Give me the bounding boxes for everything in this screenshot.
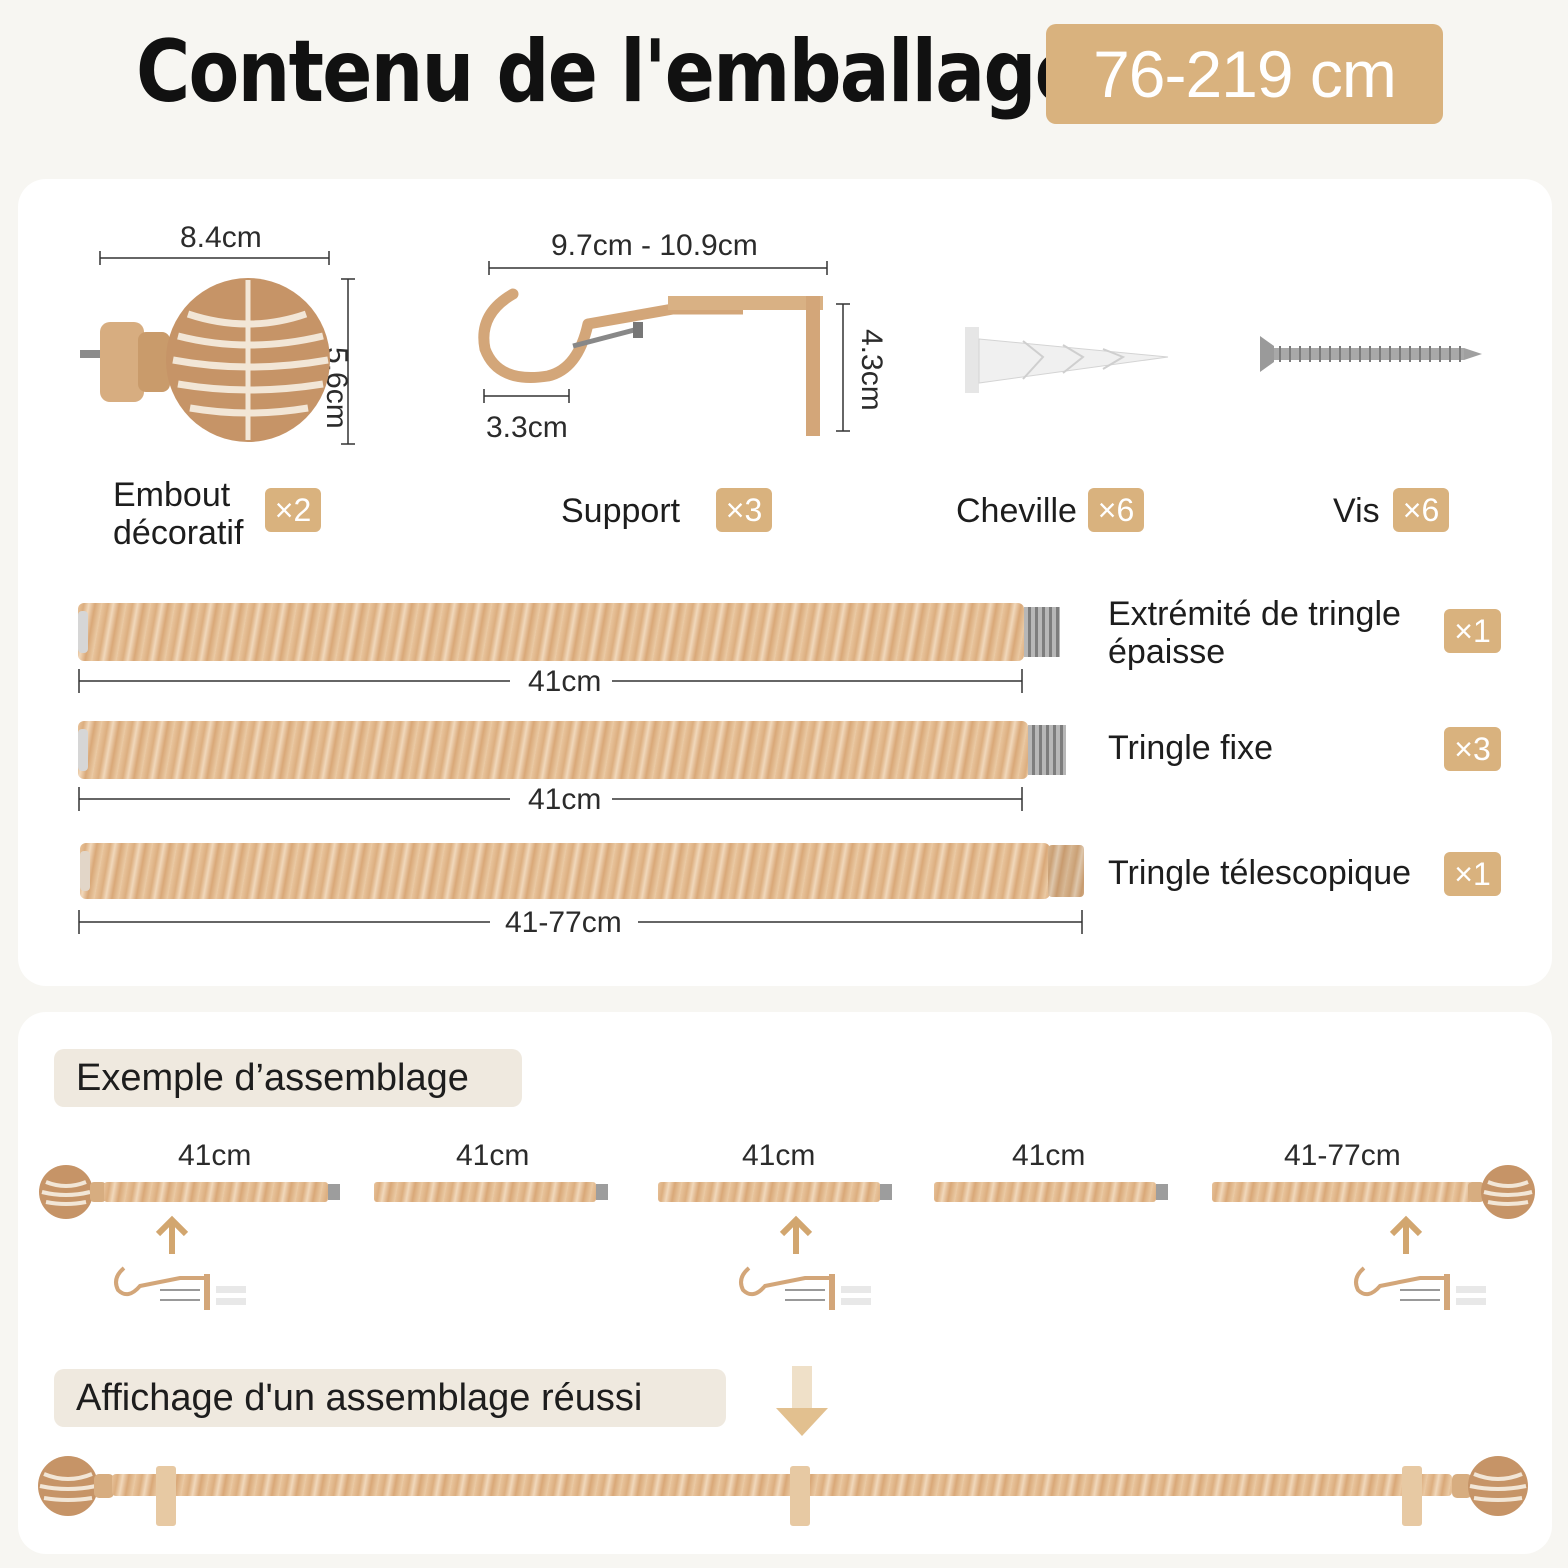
bracket-hook-label: 3.3cm: [486, 411, 568, 444]
telescopic-rod-sleeve-icon: [1048, 845, 1084, 897]
wall-anchor-icon: [965, 327, 1169, 393]
anchor-qty-badge: ×6: [1088, 488, 1144, 532]
screw-label: Vis: [1333, 492, 1380, 530]
fixed-rod-image: [78, 721, 1028, 779]
telescopic-rod-qty-badge: ×1: [1444, 852, 1501, 896]
fixed-rod-label: Tringle fixe: [1108, 729, 1274, 767]
package-contents-panel: 8.4cm 5.6cm Embout décoratif ×2 9.7cm - …: [18, 179, 1552, 986]
segment-1-rod: [104, 1182, 328, 1202]
bracket-label: Support: [561, 492, 681, 530]
bracket-qty-badge: ×3: [716, 488, 772, 532]
left-finial-icon: [39, 1165, 106, 1219]
bracket-arrow-1-icon: [155, 1215, 189, 1254]
thick-rod-end-cap-icon: [78, 611, 88, 653]
bracket-icon: [478, 288, 823, 436]
assembled-right-finial-icon: [1452, 1456, 1528, 1516]
assembled-left-finial-icon: [38, 1456, 114, 1516]
segment-1-thread: [328, 1184, 340, 1200]
finial-dimension-lines-icon: [99, 251, 355, 445]
bracket-arrow-2-icon: [779, 1215, 813, 1254]
assembled-bracket-left: [156, 1466, 176, 1526]
bracket-height-label: 4.3cm: [855, 329, 888, 411]
thick-rod-qty-badge: ×1: [1444, 609, 1501, 653]
segment-3-length: 41cm: [742, 1139, 816, 1172]
page-title: Contenu de l'emballage: [136, 22, 1085, 122]
segment-4-thread: [1156, 1184, 1168, 1200]
bracket-arrow-3-icon: [1389, 1215, 1423, 1254]
assembled-bracket-right: [1402, 1466, 1422, 1526]
fixed-rod-length-label: 41cm: [528, 783, 602, 816]
fixed-rod-end-icon: [78, 729, 88, 771]
segment-4-length: 41cm: [1012, 1139, 1086, 1172]
screw-qty-badge: ×6: [1393, 488, 1449, 532]
thick-rod-thread-icon: [1024, 607, 1060, 657]
down-arrow-icon: [776, 1366, 828, 1436]
fixed-rod-thread-icon: [1028, 725, 1066, 775]
right-finial-icon: [1468, 1165, 1535, 1219]
segment-5-length: 41-77cm: [1284, 1139, 1401, 1172]
segment-3-rod: [658, 1182, 880, 1202]
assembly-example-tag: Exemple d’assemblage: [54, 1049, 522, 1107]
segment-2-length: 41cm: [456, 1139, 530, 1172]
bracket-kit-2-icon: [739, 1266, 871, 1310]
thick-rod-end-image: [78, 603, 1024, 661]
screw-icon: [1260, 336, 1482, 372]
segment-2-rod: [374, 1182, 596, 1202]
telescopic-rod-label: Tringle télescopique: [1108, 854, 1412, 892]
bracket-dimension-lines-icon: [483, 261, 850, 432]
segment-4-rod: [934, 1182, 1156, 1202]
finial-qty-badge: ×2: [265, 488, 321, 532]
assembly-panel: Exemple d’assemblage 41cm 41cm 41cm 41cm…: [18, 1012, 1552, 1554]
finial-label: Embout décoratif: [113, 476, 244, 552]
assembly-success-tag: Affichage d'un assemblage réussi: [54, 1369, 726, 1427]
segment-5-rod: [1212, 1182, 1472, 1202]
segment-1-length: 41cm: [178, 1139, 252, 1172]
assembled-bracket-center: [790, 1466, 810, 1526]
rod-dimension-lines-icon: [78, 669, 1083, 934]
telescopic-rod-length-label: 41-77cm: [505, 906, 622, 939]
segment-2-thread: [596, 1184, 608, 1200]
thick-rod-label: Extrémité de tringle épaisse: [1108, 595, 1401, 671]
telescopic-rod-image: [80, 843, 1050, 899]
length-range-badge: 76-219 cm: [1046, 24, 1443, 124]
finial-icon: [80, 278, 330, 442]
thick-rod-length-label: 41cm: [528, 665, 602, 698]
bracket-width-label: 9.7cm - 10.9cm: [551, 229, 758, 262]
bracket-kit-1-icon: [114, 1266, 246, 1310]
segment-3-thread: [880, 1184, 892, 1200]
bracket-kit-3-icon: [1354, 1266, 1486, 1310]
finial-width-label: 8.4cm: [180, 221, 262, 254]
anchor-label: Cheville: [956, 492, 1077, 530]
telescopic-rod-end-icon: [80, 851, 90, 891]
assembled-rod: [112, 1474, 1452, 1496]
fixed-rod-qty-badge: ×3: [1444, 727, 1501, 771]
